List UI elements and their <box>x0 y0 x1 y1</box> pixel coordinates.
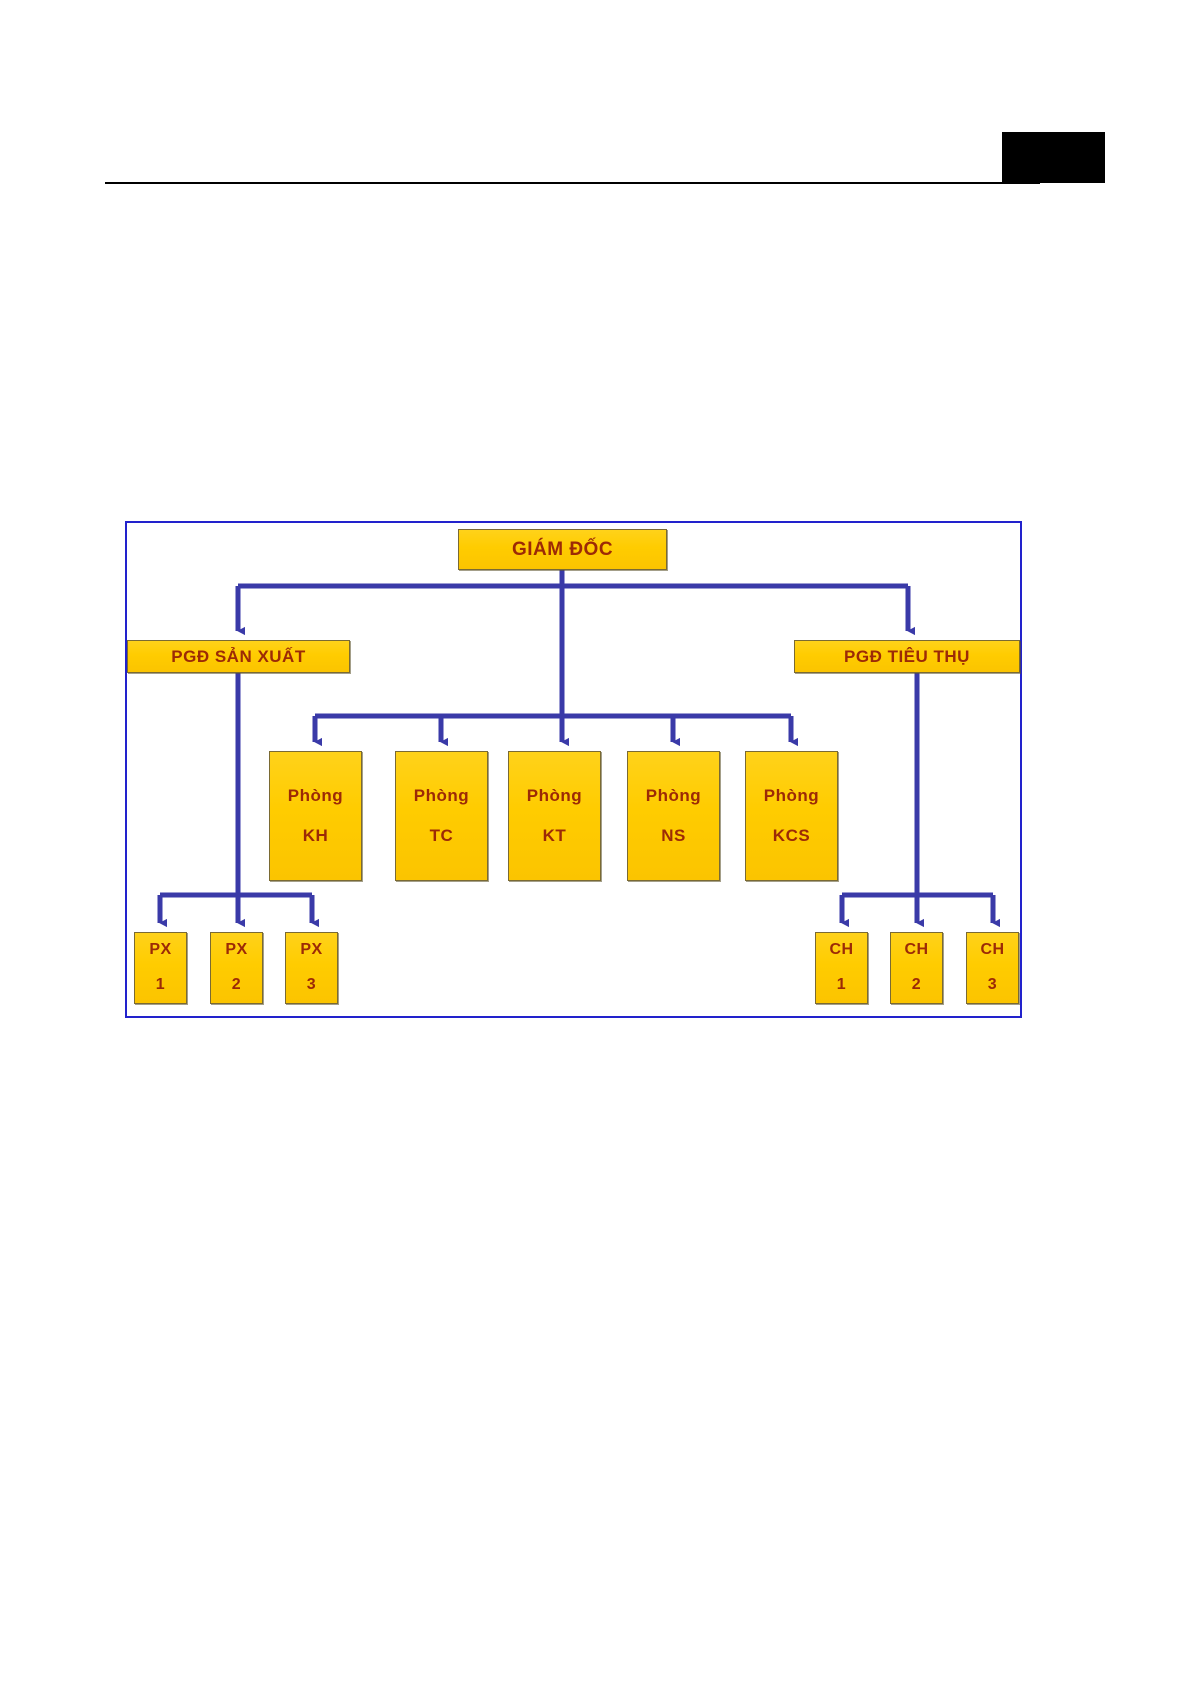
org-node-department-ns[interactable]: Phòng NS <box>627 751 720 881</box>
org-node-department-kh[interactable]: Phòng KH <box>269 751 362 881</box>
org-node-shop-2-line1: CH <box>904 941 929 959</box>
org-node-department-kt-line2: KT <box>542 826 567 845</box>
org-node-deputy-production[interactable]: PGĐ SẢN XUẤT <box>127 640 350 673</box>
org-node-department-kcs-line1: Phòng <box>763 786 820 806</box>
org-node-workshop-2[interactable]: PX 2 <box>210 932 263 1004</box>
org-node-deputy-sales[interactable]: PGĐ TIÊU THỤ <box>794 640 1020 673</box>
header-horizontal-rule <box>105 182 1040 184</box>
org-node-shop-1[interactable]: CH 1 <box>815 932 868 1004</box>
org-node-shop-1-line2: 1 <box>836 976 847 993</box>
org-node-workshop-3[interactable]: PX 3 <box>285 932 338 1004</box>
org-node-department-kt-line1: Phòng <box>526 786 583 806</box>
org-node-shop-1-line1: CH <box>829 941 854 959</box>
org-node-deputy-sales-label: PGĐ TIÊU THỤ <box>844 646 970 666</box>
org-node-department-kcs-line2: KCS <box>772 826 811 845</box>
org-node-workshop-2-line1: PX <box>225 941 248 959</box>
org-node-workshop-1-line1: PX <box>149 941 172 959</box>
org-node-workshop-3-line2: 3 <box>306 976 317 993</box>
org-chart-connectors <box>157 570 1000 928</box>
org-node-department-tc-line2: TC <box>429 826 454 845</box>
org-node-director[interactable]: GIÁM ĐỐC <box>458 529 667 570</box>
org-node-department-kh-line1: Phòng <box>287 786 344 806</box>
header-redaction-block <box>1002 132 1105 183</box>
org-chart-frame: GIÁM ĐỐC PGĐ SẢN XUẤT PGĐ TIÊU THỤ Phòng… <box>125 521 1022 1018</box>
org-node-shop-3-line1: CH <box>980 941 1005 959</box>
org-node-department-tc-line1: Phòng <box>413 786 470 806</box>
org-node-workshop-1[interactable]: PX 1 <box>134 932 187 1004</box>
org-node-department-kt[interactable]: Phòng KT <box>508 751 601 881</box>
page-header <box>0 0 1192 200</box>
org-node-department-tc[interactable]: Phòng TC <box>395 751 488 881</box>
org-node-workshop-2-line2: 2 <box>231 976 242 993</box>
org-node-shop-2-line2: 2 <box>911 976 922 993</box>
org-node-shop-3-line2: 3 <box>987 976 998 993</box>
org-node-department-kcs[interactable]: Phòng KCS <box>745 751 838 881</box>
org-node-workshop-1-line2: 1 <box>155 976 166 993</box>
org-node-director-label: GIÁM ĐỐC <box>511 538 614 560</box>
org-node-department-ns-line2: NS <box>661 826 686 845</box>
org-node-shop-2[interactable]: CH 2 <box>890 932 943 1004</box>
org-node-workshop-3-line1: PX <box>300 941 323 959</box>
org-node-deputy-production-label: PGĐ SẢN XUẤT <box>171 646 306 666</box>
org-node-department-ns-line1: Phòng <box>645 786 702 806</box>
org-node-shop-3[interactable]: CH 3 <box>966 932 1019 1004</box>
org-node-department-kh-line2: KH <box>302 826 329 845</box>
